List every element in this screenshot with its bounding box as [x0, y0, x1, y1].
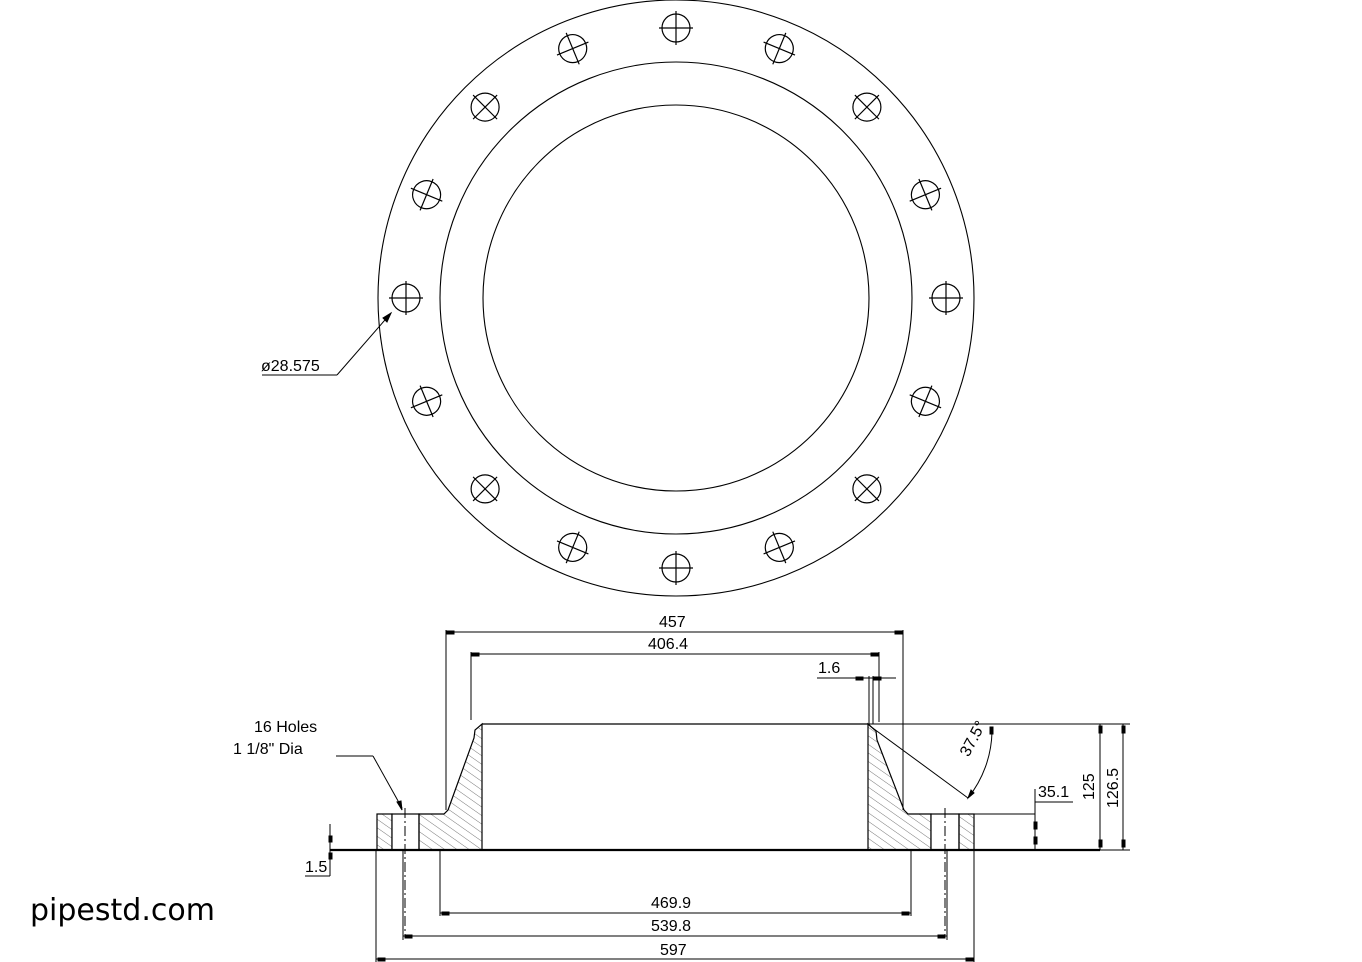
flange-outer-circle — [377, 0, 975, 597]
dim-bolt-circle: 539.8 — [651, 918, 692, 935]
bolt-holes — [388, 10, 964, 586]
hole-dia-leader — [262, 311, 393, 376]
bolt-hole-icon — [842, 464, 892, 514]
dim-bore: 406.4 — [648, 636, 689, 653]
bolt-hole-icon — [549, 524, 596, 571]
dim-hub-od: 457 — [659, 614, 686, 631]
section-view — [330, 722, 1130, 936]
dim-flange-thickness: 35.1 — [1038, 784, 1070, 801]
bolt-hole-icon — [403, 171, 450, 218]
bolt-hole-icon — [403, 378, 450, 425]
bolt-hole-icon — [658, 10, 694, 46]
bolt-hole-icon — [756, 524, 803, 571]
bolt-hole-icon — [756, 25, 803, 72]
bolt-hole-icon — [902, 171, 949, 218]
bolt-hole-icon — [842, 82, 892, 132]
bolt-hole-icon — [388, 280, 424, 316]
dim-flange-od: 597 — [660, 942, 687, 959]
bolt-hole-icon — [549, 25, 596, 72]
dim-raised-face-height: 1.5 — [305, 859, 328, 876]
raised-face-circle — [439, 61, 913, 535]
bolt-hole-icon — [460, 464, 510, 514]
extension-lines — [375, 630, 975, 962]
dimension-lines — [305, 630, 1130, 962]
plan-view — [377, 0, 975, 597]
bolt-hole-icon — [460, 82, 510, 132]
watermark: pipestd.com — [30, 893, 215, 928]
dim-raised-face-dia: 469.9 — [651, 895, 692, 912]
bolt-hole-icon — [928, 280, 964, 316]
bore-circle — [482, 104, 870, 492]
holes-note-count: 16 Holes — [254, 719, 318, 736]
dim-overall-height: 126.5 — [1105, 767, 1122, 808]
holes-note-dia: 1 1/8" Dia — [233, 741, 303, 758]
dim-bevel-land: 1.6 — [818, 660, 841, 677]
dim-length-through-hub: 125 — [1081, 773, 1098, 800]
bolt-hole-icon — [658, 550, 694, 586]
bolt-hole-icon — [902, 378, 949, 425]
hole-diameter-callout: ø28.575 — [261, 358, 320, 375]
